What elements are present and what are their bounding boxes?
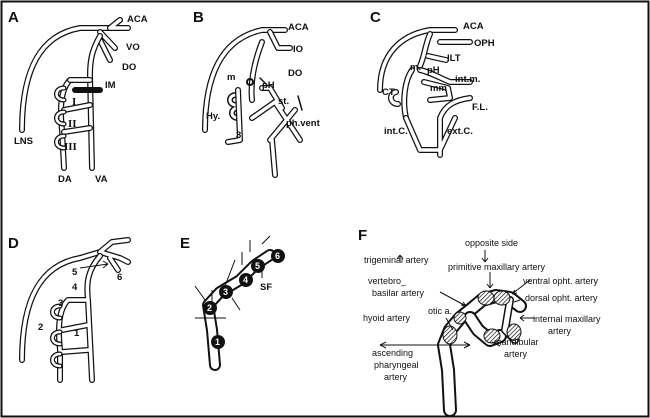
label-e-sf: SF (260, 282, 272, 293)
label-f-mandibular: mandibular (494, 337, 539, 347)
label-d-6: 6 (117, 272, 122, 283)
badge-e-5 (251, 259, 265, 273)
label-f-ventral-opht-artery: ventral opht. artery (523, 276, 599, 286)
panel-e: E 1 2 3 4 5 6 SF (180, 235, 285, 371)
label-c-oph: OPH (474, 38, 495, 49)
label-f-mandibular-artery: artery (504, 349, 528, 359)
segment-f-2 (477, 290, 495, 306)
label-d-4: 4 (72, 282, 78, 293)
panel-c-vessels (377, 27, 473, 158)
panel-b-letter: B (193, 9, 204, 26)
panel-d: D 5 6 4 3 2 1 (8, 235, 131, 383)
panel-a-letter: A (8, 9, 19, 26)
segment-f-4 (483, 328, 501, 344)
label-a-do: DO (122, 62, 136, 73)
segment-f-6 (453, 311, 467, 325)
label-c-fl: F.L. (472, 102, 488, 113)
label-e-4: 4 (243, 275, 248, 285)
label-e-2: 2 (207, 303, 212, 313)
label-b-ph-vent: ph.vent (286, 118, 321, 129)
panel-c: C ACA OPH ILT m. pH int.m. mm CT F.L. in… (370, 9, 495, 158)
panel-a-vessels (19, 17, 131, 171)
label-f-vertebro: vertebro_ (368, 276, 407, 286)
label-b-st: st. (278, 96, 289, 107)
label-b-hy: Hy. (206, 111, 220, 122)
segment-f-3 (493, 290, 511, 306)
label-a-arch-1: I (72, 96, 76, 108)
label-f-hyoid-artery: hyoid artery (363, 313, 411, 323)
panel-d-letter: D (8, 235, 19, 252)
label-f-pharyngeal: pharyngeal (374, 360, 419, 370)
label-a-lns: LNS (14, 136, 33, 147)
label-a-arch-3: III (64, 141, 77, 153)
segment-f-1 (442, 325, 458, 345)
badge-e-4 (239, 273, 253, 287)
panel-b: B ACA IO DO m pH st. Hy. 3 ph.vent (193, 9, 321, 178)
label-f-otic-a: otic a. (428, 306, 452, 316)
label-c-mm: mm (430, 83, 447, 94)
panel-f-letter: F (358, 227, 367, 244)
label-e-1: 1 (215, 337, 220, 347)
label-a-vo: VO (126, 42, 140, 53)
label-c-ext-c: ext.C. (447, 126, 473, 137)
label-a-aca: ACA (127, 14, 148, 25)
label-f-basilar-artery: basilar artery (372, 288, 425, 298)
label-f-primitive-maxillary-artery: primitive maxillary artery (448, 262, 546, 272)
panel-f: F opposite s (358, 227, 601, 417)
label-f-opposite-side: opposite side (465, 238, 518, 248)
label-b-do: DO (288, 68, 302, 79)
label-c-int-c: int.C. (384, 126, 408, 137)
label-a-da: DA (58, 174, 72, 185)
label-b-ph: pH (262, 80, 275, 91)
badge-e-1 (211, 335, 225, 349)
label-c-ilt: ILT (447, 53, 461, 64)
label-f-trigeminal-artery: trigeminal artery (364, 255, 429, 265)
label-b-aca: ACA (288, 22, 309, 33)
label-c-ct: CT (382, 87, 395, 98)
label-a-im: IM (105, 80, 116, 91)
label-f-pharyngeal-artery: artery (384, 372, 408, 382)
label-c-aca: ACA (463, 21, 484, 32)
segment-f-5 (506, 323, 522, 341)
label-d-1: 1 (74, 328, 80, 339)
label-c-int-m: int.m. (455, 74, 480, 85)
label-d-3: 3 (58, 298, 63, 309)
panel-c-letter: C (370, 9, 381, 26)
label-b-io: IO (293, 44, 303, 55)
label-f-internal-maxillary: internal maxillary (533, 314, 601, 324)
label-c-m: m. (410, 62, 421, 73)
panel-a: A ACA VO DO IM I II III LNS DA VA (8, 9, 148, 185)
panel-e-letter: E (180, 235, 190, 252)
panel-f-hatched-segments (442, 290, 522, 345)
label-f-dorsal-opht-artery: dorsal opht. artery (525, 293, 598, 303)
panel-e-vessels (194, 235, 276, 371)
label-b-m: m (227, 72, 235, 83)
label-b-3: 3 (236, 130, 241, 141)
label-f-ascending: ascending (372, 348, 413, 358)
badge-e-6 (271, 249, 285, 263)
label-a-arch-2: II (68, 118, 77, 130)
panel-b-vessels (202, 27, 303, 178)
label-d-2: 2 (38, 322, 43, 333)
panel-e-badges: 1 2 3 4 5 6 (203, 249, 285, 349)
label-a-va: VA (95, 174, 108, 185)
panel-f-leaders (379, 250, 535, 349)
badge-e-3 (219, 285, 233, 299)
label-c-ph: pH (427, 65, 440, 76)
badge-e-2 (203, 301, 217, 315)
label-e-5: 5 (255, 261, 260, 271)
label-f-internal-maxillary-artery: artery (548, 326, 572, 336)
panel-d-vessels (19, 237, 131, 383)
label-e-6: 6 (275, 251, 280, 261)
label-e-3: 3 (223, 287, 228, 297)
label-d-5: 5 (72, 267, 78, 278)
